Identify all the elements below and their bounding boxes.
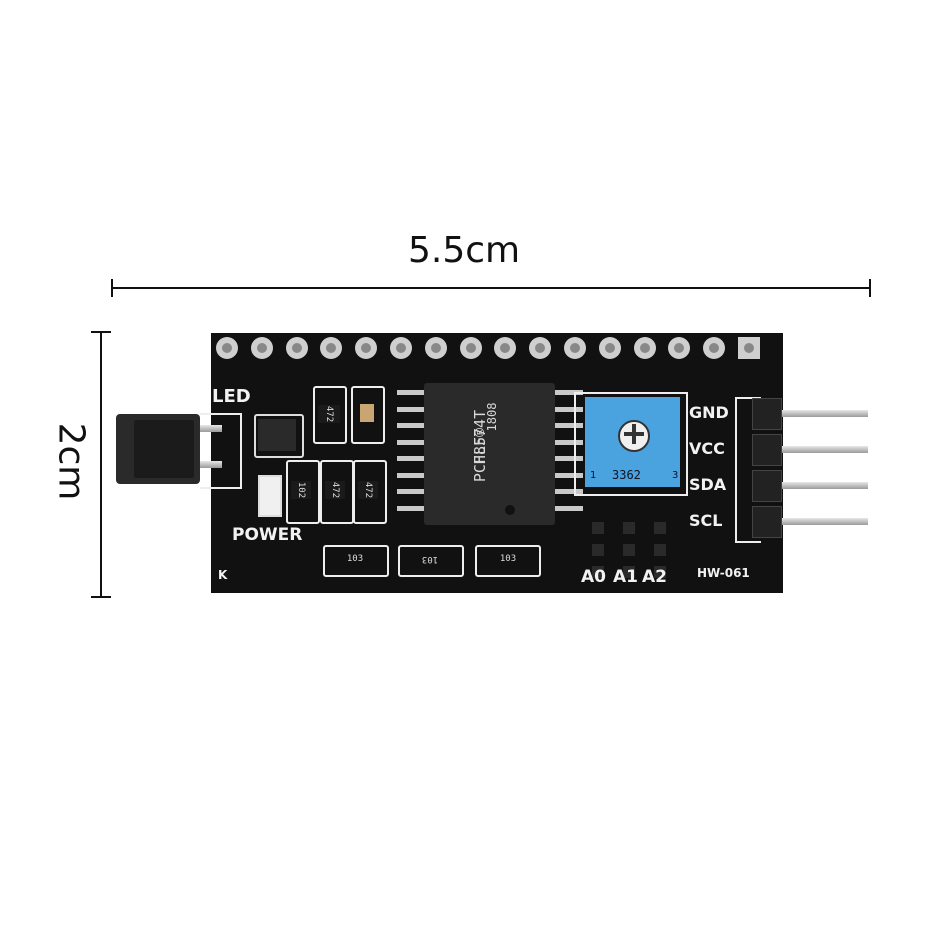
header-pin[interactable] [752,446,868,453]
led-label: LED [212,386,251,407]
header-pin-housing [752,506,782,538]
chip-lead [397,390,427,395]
k-label: K [218,568,228,582]
resistor-outline-7 [398,545,464,577]
led-jumper-outline [200,413,242,489]
header-pin[interactable] [752,482,868,489]
resistor-4: 472 [325,481,345,499]
pot-knob-slot-v [632,424,636,444]
width-dimension-line [112,287,871,289]
lcd-pad-hole [744,343,754,353]
chip-lead [553,439,583,445]
resistor-8: 103 [496,552,520,566]
width-dimension-label: 5.5cm [408,230,521,271]
address-solder-pad [654,544,666,556]
lcd-pad-hole [604,343,615,353]
chip-lead [397,439,427,445]
chip-pin1-dot [505,505,515,515]
i2c-header-outline [735,397,761,543]
resistor-7: 103 [418,552,442,566]
lcd-pad-hole [500,343,511,353]
lcd-pad-hole [535,343,546,353]
address-solder-pad [654,566,666,578]
power-led [258,475,282,517]
address-solder-pad [623,522,635,534]
chip-lead [397,406,427,412]
lcd-pad-hole [709,343,720,353]
height-dimension-line [100,332,102,598]
address-a2: A2 [642,567,667,587]
resistor-outline-2 [351,386,385,444]
address-a0: A0 [581,567,606,587]
chip-lead [553,472,583,478]
address-solder-pad [623,566,635,578]
lcd-pad-hole [256,343,267,353]
chip-lead [397,472,427,478]
lcd-pad-hole [430,343,441,353]
transistor [258,419,296,451]
pot-left-mark: 1 [590,470,597,481]
lcd-pad-hole [570,343,580,353]
lcd-pad-hole [674,343,685,353]
pin-scl-label: SCL [689,511,723,530]
height-dimension-bottom-tick [91,596,111,598]
resistor-outline-6 [323,545,389,577]
resistor-3: 102 [291,481,311,499]
resistor-outline-1 [313,386,347,444]
pcf8574t-chip [424,383,555,525]
pot-right-mark: 3 [672,470,679,481]
capacitor [360,404,374,422]
chip-lead [553,505,583,511]
chip-lead [553,406,583,412]
lcd-pad-hole [396,343,406,353]
width-dimension-right-tick [869,279,871,297]
resistor-outline-8 [475,545,541,577]
header-pin[interactable] [752,518,868,525]
address-solder-pad [592,522,604,534]
pin-gnd-label: GND [689,403,729,422]
header-pin-housing [752,434,782,466]
power-label: POWER [232,525,303,545]
jumper-cap-inner [134,420,194,478]
address-a1: A1 [613,567,638,587]
header-pin-housing [752,470,782,502]
header-pin[interactable] [752,410,868,417]
lcd-pad-hole [291,343,302,353]
address-solder-pad [592,544,604,556]
resistor-1: 472 [318,405,340,423]
address-solder-pad [623,544,635,556]
chip-lead [553,456,583,461]
pot-code: 3362 [612,468,641,482]
width-dimension-left-tick [111,279,113,297]
height-dimension-label: 2cm [50,422,92,501]
transistor-outline [254,414,304,458]
pin-vcc-label: VCC [689,439,725,458]
resistor-outline-5 [353,460,387,524]
address-solder-pad [592,566,604,578]
pot-outline [574,392,688,496]
chip-lead [553,423,583,428]
header-pin-housing [752,398,782,430]
chip-date-code: 1808 [485,402,499,432]
lcd-pad-hole [465,343,476,353]
chip-lead [553,489,583,494]
lcd-pad-hole [222,343,232,353]
lcd-pad-hole [639,343,650,353]
lcd-pad-hole [326,343,337,353]
resistor-6: 103 [343,552,367,566]
pot-knob[interactable] [618,420,650,452]
chip-lead [397,489,427,494]
pin-sda-label: SDA [689,475,727,494]
chip-lead [553,390,583,395]
lcd-pad-hole [361,343,372,353]
model-label: HW-061 [697,566,750,580]
resistor-outline-3 [286,460,320,524]
chip-lead [397,456,427,461]
chip-lead [397,505,427,511]
height-dimension-top-tick [91,331,111,333]
chip-lead [397,423,427,428]
resistor-5: 472 [358,481,378,499]
address-solder-pad [654,522,666,534]
